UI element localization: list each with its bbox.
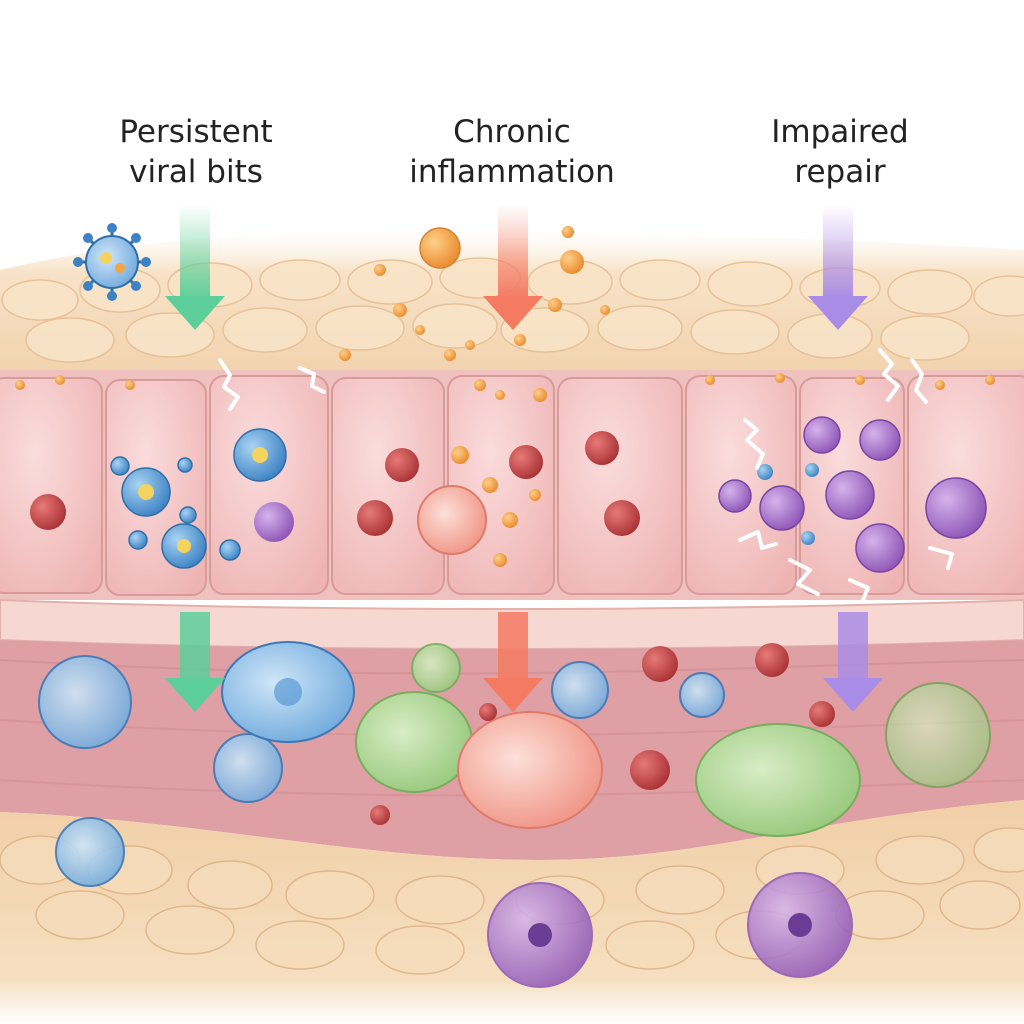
cytokine-small bbox=[560, 250, 584, 274]
label-chronic-inflammation: Chronic inflammation bbox=[409, 114, 615, 190]
purple-nucleus-left bbox=[254, 502, 294, 542]
repair-nuclei bbox=[718, 416, 987, 573]
large-cytokine bbox=[419, 227, 461, 269]
green-cluster-right bbox=[885, 682, 991, 788]
blue-debris bbox=[757, 463, 819, 545]
fat-lobules-bottom bbox=[0, 827, 1024, 975]
red-blood-cells bbox=[370, 643, 835, 825]
virus-icon bbox=[73, 223, 151, 301]
inflamed-cell-nucleus bbox=[417, 485, 487, 555]
arrow-down-icon bbox=[165, 205, 868, 330]
blue-immune-cluster bbox=[38, 655, 725, 887]
green-immune-cell-1 bbox=[355, 691, 473, 793]
cytokine-dots bbox=[15, 226, 995, 567]
pink-immune-cell bbox=[457, 711, 603, 829]
arrow-down-icon-lower bbox=[165, 612, 883, 712]
green-cluster-top bbox=[411, 643, 461, 693]
viral-core-marks bbox=[138, 447, 268, 553]
cell-nuclei-red bbox=[30, 431, 640, 536]
label-impaired-repair: Impaired repair bbox=[771, 114, 909, 190]
label-persistent-viral-bits: Persistent viral bits bbox=[119, 114, 273, 190]
green-immune-cell-2 bbox=[695, 723, 861, 837]
damage-crack-icon bbox=[218, 348, 954, 604]
